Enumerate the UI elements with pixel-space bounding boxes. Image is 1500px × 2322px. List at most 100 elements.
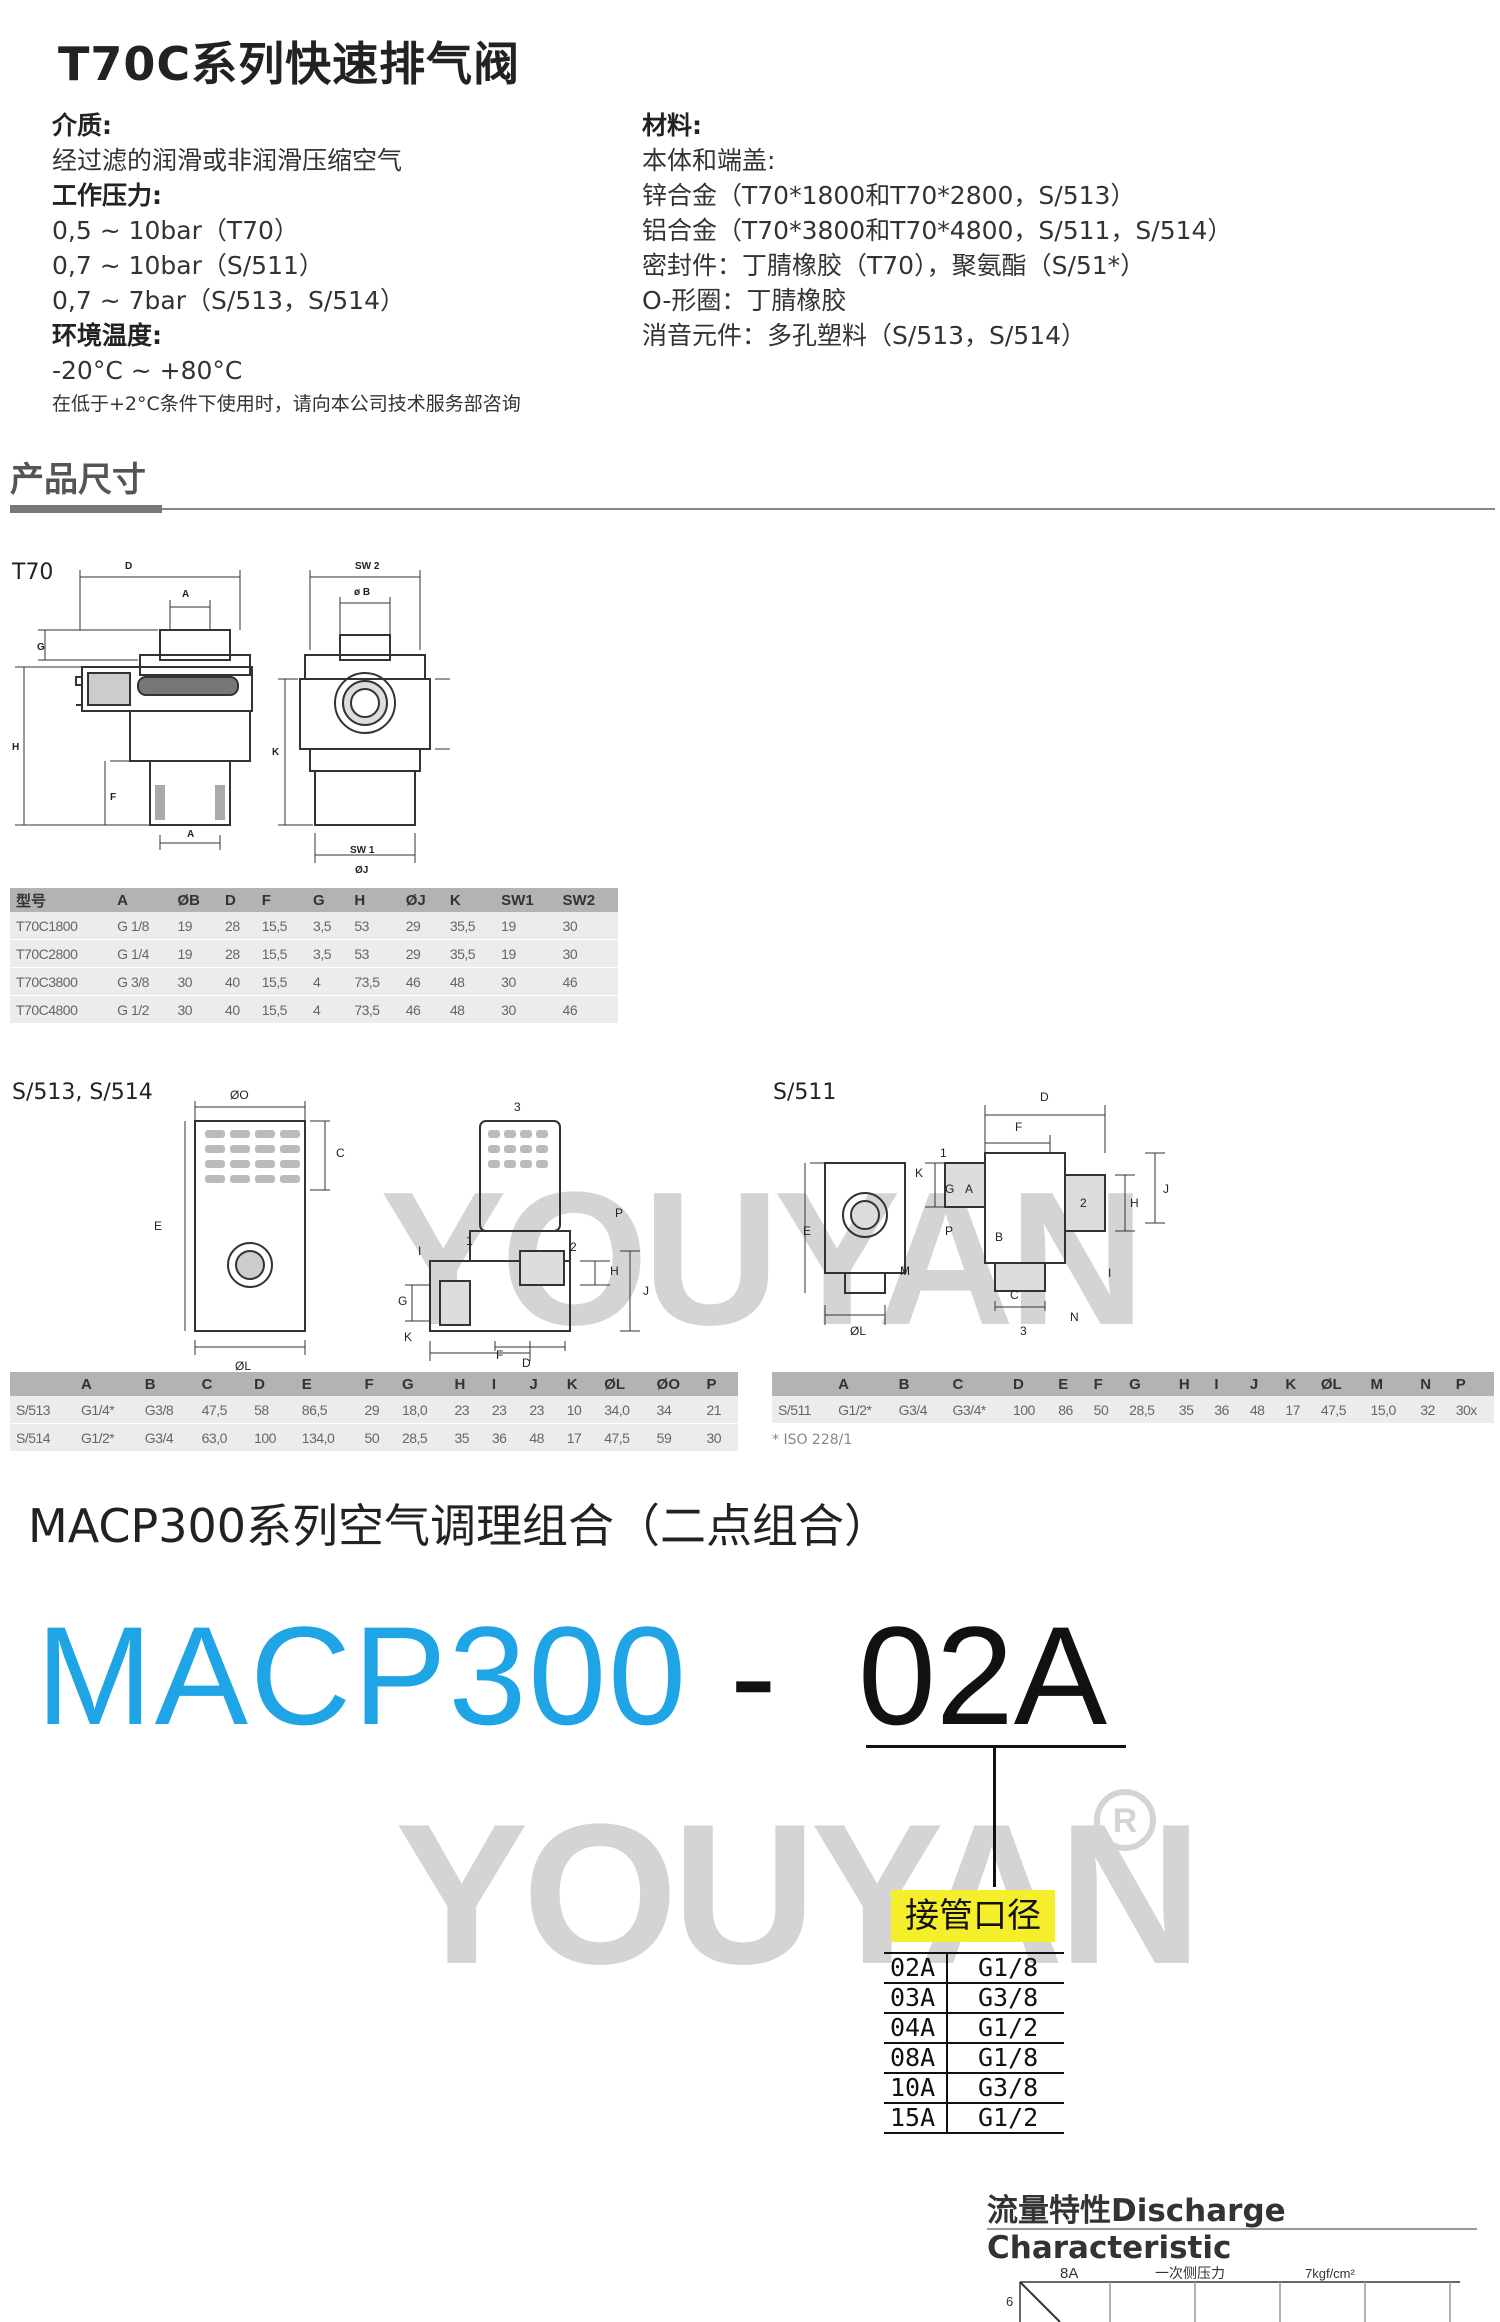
specs-right: 材料: 本体和端盖: 锌合金（T70*1800和T70*2800，S/513） … — [642, 108, 1482, 353]
table-cell: G 1/8 — [111, 912, 172, 940]
svg-text:K: K — [404, 1330, 412, 1344]
material-alu: 铝合金（T70*3800和T70*4800，S/511，S/514） — [642, 216, 1233, 245]
svg-text:D: D — [125, 561, 132, 572]
table-cell: G1/2* — [74, 1423, 139, 1452]
table-cell: 15,5 — [255, 912, 308, 940]
svg-text:M: M — [900, 1264, 910, 1278]
table-cell: 73,5 — [348, 995, 400, 1024]
code-connector — [993, 1747, 996, 1887]
medium-heading: 介质: — [52, 111, 112, 140]
svg-text:2: 2 — [1080, 1196, 1087, 1210]
svg-text:C: C — [336, 1146, 345, 1160]
svg-text:K: K — [915, 1166, 923, 1180]
t70-drawing: DA SW 2ø B SW 1ØJ AK HG FSW 1 — [12, 561, 450, 875]
table-cell: 28,5 — [395, 1423, 449, 1452]
s511-note: * ISO 228/1 — [772, 1432, 853, 1448]
material-zinc: 锌合金（T70*1800和T70*2800，S/513） — [642, 181, 1136, 210]
table-cell: 30 — [556, 939, 618, 968]
table-cell: S/514 — [10, 1423, 75, 1452]
table-cell: 48 — [523, 1423, 561, 1452]
table-header-cell: E — [1052, 1372, 1088, 1396]
table-header-cell: N — [1414, 1372, 1450, 1396]
table-cell: 15,5 — [255, 995, 308, 1024]
table-cell: 19 — [495, 939, 557, 968]
table-cell: 36 — [1208, 1396, 1244, 1424]
table-header-cell: A — [111, 888, 172, 912]
table-header-cell: D — [1006, 1372, 1053, 1396]
s511-label: S/511 — [773, 1080, 837, 1105]
table-cell: G 1/2 — [111, 995, 172, 1024]
table-cell: 28 — [219, 939, 256, 968]
table-cell: 29 — [399, 912, 444, 940]
svg-text:G: G — [37, 642, 45, 653]
table-header-cell: G — [1123, 1372, 1173, 1396]
table-cell: 46 — [399, 967, 444, 996]
table-cell: 35,5 — [443, 939, 496, 968]
material-body: 本体和端盖: — [642, 146, 776, 175]
table-cell: 18,0 — [395, 1396, 449, 1424]
table-header-cell: F — [358, 1372, 396, 1396]
svg-text:3: 3 — [1020, 1324, 1027, 1338]
table-cell: 3,5 — [307, 939, 349, 968]
macp-dash: - — [730, 1597, 777, 1754]
svg-text:ØL: ØL — [850, 1324, 866, 1338]
table-cell: 58 — [248, 1396, 296, 1424]
pipe-code: 03A — [884, 1982, 948, 2014]
table-header-cell: D — [248, 1372, 296, 1396]
table-cell: 30 — [495, 967, 557, 996]
table-cell: 32 — [1414, 1396, 1450, 1424]
table-cell: 19 — [171, 912, 220, 940]
table-header-cell: H — [348, 888, 400, 912]
pipe-thread: G1/8 — [947, 2042, 1064, 2074]
table-header-cell: SW2 — [556, 888, 618, 912]
watermark-bottom: YOUYAN — [395, 1783, 1202, 2006]
svg-text:SW 1: SW 1 — [350, 845, 375, 856]
table-cell: 48 — [443, 995, 496, 1024]
table-cell: 34,0 — [598, 1396, 651, 1424]
table-cell: G1/4* — [74, 1396, 139, 1424]
material-seal: 密封件：丁腈橡胶（T70），聚氨酯（S/51*） — [642, 251, 1146, 280]
table-cell: 30 — [171, 967, 220, 996]
table-header-cell: P — [1449, 1372, 1494, 1396]
table-cell: 63,0 — [195, 1423, 249, 1452]
svg-text:N: N — [1070, 1310, 1079, 1324]
t70-label: T70 — [12, 560, 54, 585]
svg-text:SW 2: SW 2 — [355, 561, 380, 572]
table-cell: 34 — [650, 1396, 701, 1424]
table-cell: 3,5 — [307, 912, 349, 940]
table-cell: 46 — [399, 995, 444, 1024]
table-cell: 46 — [556, 967, 618, 996]
table-cell: G 3/8 — [111, 967, 172, 996]
discharge-8a: 8A — [1060, 2265, 1078, 2282]
specs-left: 介质: 经过滤的润滑或非润滑压缩空气 工作压力: 0,5 ~ 10bar（T70… — [52, 108, 612, 420]
s513-label: S/513, S/514 — [12, 1080, 153, 1105]
pipe-code: 04A — [884, 2012, 948, 2044]
table-cell: 36 — [485, 1423, 524, 1452]
table-cell: 30 — [556, 912, 618, 940]
svg-text:2: 2 — [570, 1240, 577, 1254]
table-cell: 23 — [485, 1396, 524, 1424]
table-cell: 30 — [495, 995, 557, 1024]
svg-text:E: E — [154, 1219, 162, 1233]
table-header-cell: J — [523, 1372, 561, 1396]
svg-text:H: H — [1130, 1196, 1139, 1210]
pipe-thread: G3/8 — [947, 1982, 1064, 2014]
table-header-cell: H — [1172, 1372, 1209, 1396]
table-cell: 30x — [1449, 1396, 1494, 1424]
table-cell: 28,5 — [1123, 1396, 1173, 1424]
svg-text:R: R — [1113, 1802, 1138, 1840]
table-cell: 53 — [348, 912, 400, 940]
table-header-cell: F — [255, 888, 308, 912]
svg-text:I: I — [1108, 1266, 1111, 1280]
table-cell: 100 — [248, 1423, 296, 1452]
